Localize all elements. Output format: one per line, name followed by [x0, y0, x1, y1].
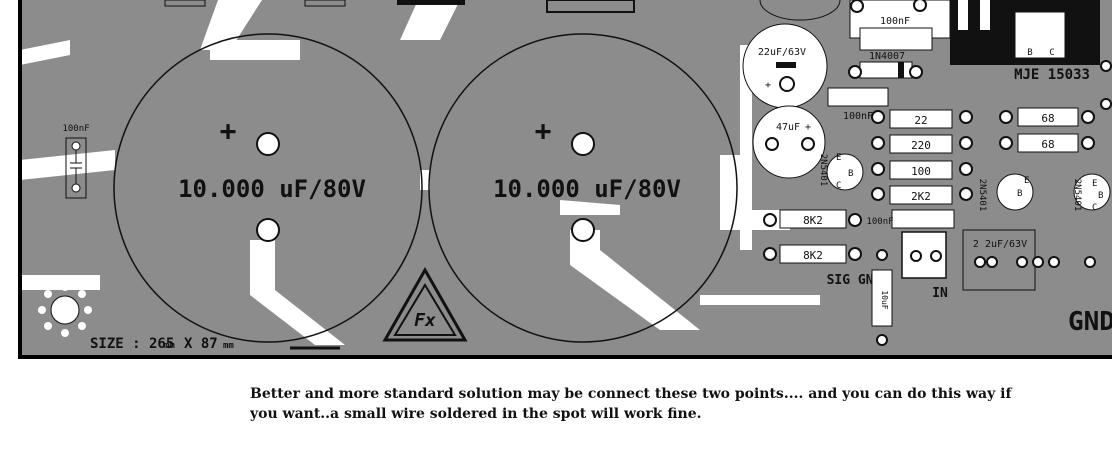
- caption: Better and more standard solution may be…: [250, 384, 1090, 424]
- r22-label: 22: [914, 114, 927, 127]
- logo: Fx: [382, 266, 468, 342]
- mje-pin-e: E: [1072, 48, 1077, 58]
- caption-line-2: you want..a small wire soldered in the s…: [250, 406, 702, 422]
- small-cap-left-outline: [65, 137, 87, 199]
- svg-text:10uF: 10uF: [880, 290, 889, 309]
- transistor-1: [826, 153, 864, 191]
- mounting-hole: [38, 283, 92, 337]
- cap2-label: 10.000 uF/80V: [493, 175, 681, 203]
- svg-text:B: B: [1017, 189, 1022, 199]
- r68a-label: 68: [1041, 112, 1054, 125]
- gnd-label: GND: [1068, 307, 1112, 337]
- svg-text:C: C: [1092, 203, 1097, 213]
- capacitor-outline-2: [428, 33, 738, 343]
- size-x: X 87: [184, 336, 218, 352]
- small-cap-left-pad-bottom: [71, 183, 81, 193]
- heatsink: [950, 0, 1100, 65]
- right-pads: [763, 0, 1112, 261]
- nf-mid-label: 100nF: [843, 111, 873, 122]
- transistor-3: [1073, 173, 1111, 211]
- resistor-stack: [889, 109, 953, 205]
- cap-22uf-label: 22uF/63V: [758, 47, 806, 58]
- svg-text:E: E: [1092, 179, 1097, 189]
- cap-47uf-label: 47uF: [776, 122, 800, 133]
- cap1-label: 10.000 uF/80V: [178, 175, 366, 203]
- sig-gnd-label: SIG GND: [827, 273, 882, 288]
- svg-text:E: E: [836, 153, 841, 163]
- size-text: SIZE : 265: [90, 336, 174, 352]
- cap2-pad-bottom: [571, 218, 595, 242]
- r8k2b-label: 8K2: [803, 249, 823, 262]
- pcb-drawing: + + 10.000 uF/80V 10.000 uF/80V 100nF SI…: [18, 0, 1112, 359]
- small-cap-left-label: 100nF: [62, 124, 89, 134]
- r8k2a-label: 8K2: [803, 214, 823, 227]
- copper-traces: [20, 0, 820, 345]
- svg-text:B: B: [1098, 191, 1103, 201]
- size-unit-2: mm: [223, 341, 234, 351]
- r220-label: 220: [911, 139, 931, 152]
- svg-text:E: E: [1024, 176, 1029, 186]
- cap2-pad-top: [571, 132, 595, 156]
- size-unit-1: mm: [164, 341, 175, 351]
- diode-label: 1N4007: [869, 51, 905, 62]
- cap1-plus: +: [220, 114, 237, 147]
- cap1-pad-bottom: [256, 218, 280, 242]
- svg-text:C: C: [836, 181, 841, 191]
- cap-right-label: 2 2uF/63V: [973, 239, 1027, 250]
- t3-label: 2N5401: [1072, 179, 1082, 212]
- nf-right-label: 100nF: [866, 217, 893, 227]
- t1-label: 2N5401: [818, 154, 828, 187]
- cap1-pad-top: [256, 132, 280, 156]
- input-label: IN: [932, 286, 948, 301]
- cap2-plus: +: [535, 114, 552, 147]
- r2k2-label: 2K2: [911, 190, 931, 203]
- r68b-label: 68: [1041, 138, 1054, 151]
- capacitor-outline-1: [113, 33, 423, 343]
- vertical-cap: [871, 269, 893, 327]
- svg-text:Fx: Fx: [414, 310, 436, 331]
- caption-line-1: Better and more standard solution may be…: [250, 386, 1012, 402]
- transistor-2: [996, 173, 1034, 211]
- cap-47uf-plus: +: [805, 122, 811, 133]
- nf-top-label: 100nF: [880, 16, 910, 27]
- r100-label: 100: [911, 165, 931, 178]
- mje-pin-b: B: [1027, 48, 1032, 58]
- mje-pin-c: C: [1049, 48, 1054, 58]
- cap-47uf-outline: [752, 105, 826, 179]
- mje-label: MJE 15033: [1014, 67, 1090, 83]
- t2-label: 2N5401: [977, 179, 987, 212]
- cap-22uf-plus: +: [765, 80, 771, 91]
- svg-text:B: B: [848, 169, 853, 179]
- small-cap-left-pad-top: [71, 141, 81, 151]
- pcb-layout: + + 10.000 uF/80V 10.000 uF/80V 100nF SI…: [18, 0, 1112, 359]
